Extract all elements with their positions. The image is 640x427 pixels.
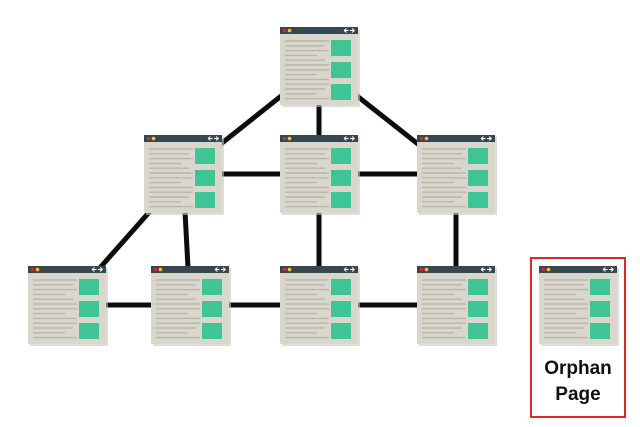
content-block: [331, 62, 351, 78]
minimize-dot-icon: [158, 267, 163, 272]
close-dot-icon: [419, 136, 424, 141]
content-block: [202, 301, 222, 317]
minimize-dot-icon: [287, 267, 292, 272]
page-node-p8: [417, 266, 497, 346]
window-title-bar: [280, 135, 358, 142]
minimize-dot-icon: [151, 136, 156, 141]
content-block: [79, 323, 99, 339]
content-block: [468, 279, 488, 295]
window-title-bar: [28, 266, 106, 273]
page-text-lines: [422, 279, 466, 339]
content-block: [468, 323, 488, 339]
page-text-lines: [285, 40, 329, 100]
orphan-page-window: [539, 266, 619, 346]
orphan-page-node: [539, 266, 619, 346]
back-forward-arrows-icon: [343, 28, 355, 33]
close-dot-icon: [419, 267, 424, 272]
close-dot-icon: [282, 28, 287, 33]
content-block: [79, 279, 99, 295]
content-block: [331, 84, 351, 100]
window-title-bar: [280, 266, 358, 273]
page-text-lines: [33, 279, 77, 339]
window-title-bar: [417, 135, 495, 142]
content-block: [468, 170, 488, 186]
minimize-dot-icon: [287, 28, 292, 33]
back-forward-arrows-icon: [480, 136, 492, 141]
content-block: [468, 301, 488, 317]
orphan-highlight-box: [530, 257, 626, 418]
page-text-lines: [285, 279, 329, 339]
content-block: [590, 279, 610, 295]
content-block: [468, 192, 488, 208]
window-title-bar: [417, 266, 495, 273]
page-text-lines: [544, 279, 588, 339]
minimize-dot-icon: [546, 267, 551, 272]
page-node-p5: [28, 266, 108, 346]
page-node-p3: [280, 135, 360, 215]
content-block: [468, 148, 488, 164]
back-forward-arrows-icon: [602, 267, 614, 272]
orphan-page-label: Orphan Page: [544, 358, 612, 405]
back-forward-arrows-icon: [207, 136, 219, 141]
page-text-lines: [285, 148, 329, 208]
link-lines: [65, 64, 459, 308]
page-node-p6: [151, 266, 231, 346]
back-forward-arrows-icon: [480, 267, 492, 272]
content-block: [195, 192, 215, 208]
minimize-dot-icon: [424, 136, 429, 141]
window-title-bar: [280, 27, 358, 34]
content-block: [331, 192, 351, 208]
content-block: [79, 301, 99, 317]
page-text-lines: [156, 279, 200, 339]
content-block: [202, 279, 222, 295]
close-dot-icon: [282, 267, 287, 272]
minimize-dot-icon: [424, 267, 429, 272]
content-block: [331, 279, 351, 295]
content-block: [331, 301, 351, 317]
page-node-p1: [280, 27, 360, 107]
content-block: [331, 148, 351, 164]
window-title-bar: [539, 266, 617, 273]
back-forward-arrows-icon: [343, 267, 355, 272]
content-block: [590, 301, 610, 317]
content-block: [331, 170, 351, 186]
close-dot-icon: [282, 136, 287, 141]
close-dot-icon: [153, 267, 158, 272]
close-dot-icon: [541, 267, 546, 272]
back-forward-arrows-icon: [91, 267, 103, 272]
back-forward-arrows-icon: [343, 136, 355, 141]
close-dot-icon: [146, 136, 151, 141]
window-title-bar: [151, 266, 229, 273]
back-forward-arrows-icon: [214, 267, 226, 272]
content-block: [590, 323, 610, 339]
page-text-lines: [422, 148, 466, 208]
content-block: [331, 323, 351, 339]
minimize-dot-icon: [287, 136, 292, 141]
content-block: [195, 170, 215, 186]
page-nodes: [28, 27, 497, 346]
content-block: [195, 148, 215, 164]
page-node-p4: [417, 135, 497, 215]
page-node-p7: [280, 266, 360, 346]
content-block: [202, 323, 222, 339]
minimize-dot-icon: [35, 267, 40, 272]
page-node-p2: [144, 135, 224, 215]
page-text-lines: [149, 148, 193, 208]
content-block: [331, 40, 351, 56]
close-dot-icon: [30, 267, 35, 272]
window-title-bar: [144, 135, 222, 142]
